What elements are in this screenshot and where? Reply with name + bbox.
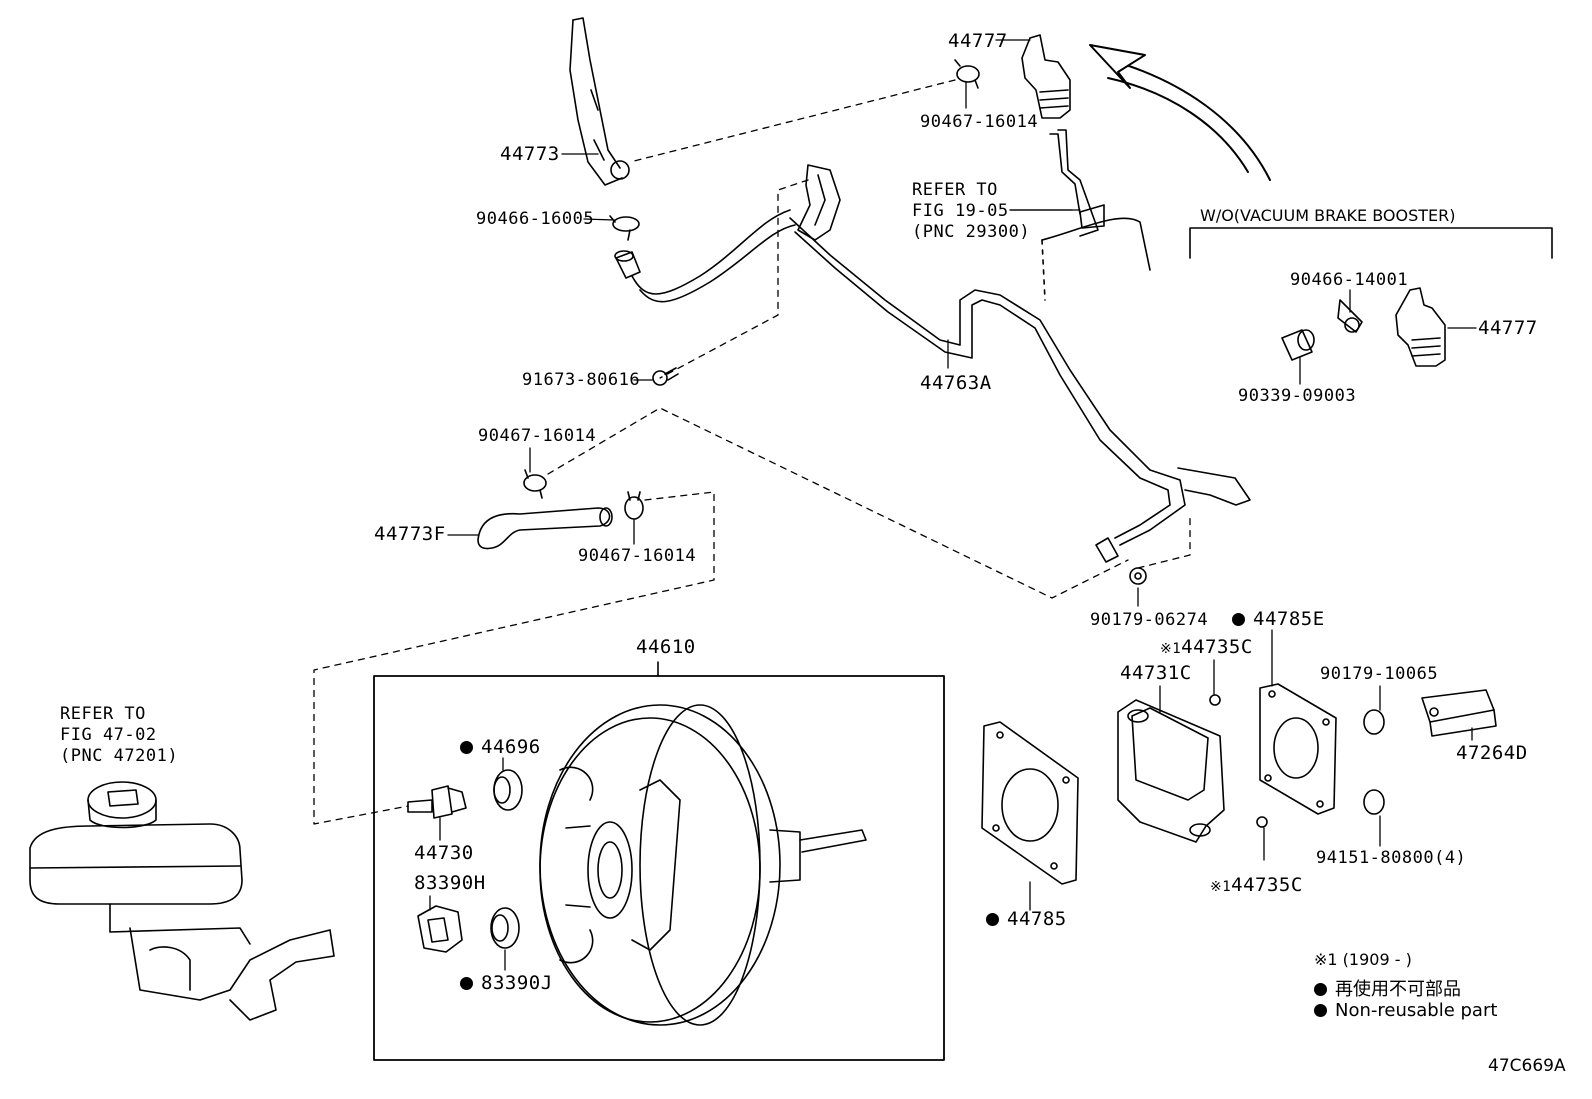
label-44785E: 44785E [1232,608,1325,630]
non-reusable-dot-icon [460,741,473,754]
label-44610: 44610 [636,636,696,658]
gasket-44785-shape [981,721,1079,885]
label-94151-80800: 94151-80800(4) [1316,848,1467,868]
label-44696: 44696 [460,736,541,758]
nut-94151-80800-icon [1363,789,1385,815]
section-bracket [1189,227,1553,259]
label-83390J-text: 83390J [481,972,553,994]
arrow-icon [1089,44,1271,181]
label-44731C: 44731C [1120,662,1192,684]
leader-lines [429,39,1477,971]
label-44785-text: 44785 [1007,908,1067,930]
label-90339-09003: 90339-09003 [1238,386,1357,406]
label-44785: 44785 [986,908,1067,930]
brake-booster-shape [539,704,867,1026]
legend-note3-text: Non-reusable part [1335,1000,1498,1021]
push-rod-shape [407,785,467,819]
label-44730: 44730 [414,842,474,864]
label-44735C-top-text: 44735C [1181,636,1253,658]
label-90467-16014-mid: 90467-16014 [478,426,597,446]
label-90467-16014-low: 90467-16014 [578,546,697,566]
dashed-leaders [313,79,1191,825]
grommet-83390J-shape [490,907,520,949]
vacuum-pipe-44763A-shape [789,217,1251,563]
kome-mark: ※1 [1210,879,1232,895]
grommet-44696-shape [493,769,523,811]
refer-left-line2: FIG 47-02 [60,725,157,745]
hose-44773F-shape [477,469,644,550]
label-44735C-bottom: ※144735C [1210,874,1303,898]
legend-note3: Non-reusable part [1314,1000,1497,1021]
hose-44773-shape [569,17,630,186]
label-44763A: 44763A [920,372,992,394]
nut-icon [1129,567,1147,585]
label-44735C-top: ※144735C [1160,636,1253,660]
non-reusable-dot-icon [460,977,473,990]
refer-left-line1: REFER TO [60,704,146,724]
label-90179-10065: 90179-10065 [1320,664,1439,684]
non-reusable-dot-icon [986,913,999,926]
label-44773F: 44773F [374,523,446,545]
label-83390H: 83390H [414,872,486,894]
refer-left-line3: (PNC 47201) [60,746,179,766]
nut-90179-10065-icon [1363,709,1385,735]
sensor-83390H-shape [417,905,463,953]
hose-connector-shape [614,209,796,303]
label-44777-right: 44777 [1478,317,1538,339]
diagram-id: 47C669A [1488,1056,1566,1076]
label-90466-14001: 90466-14001 [1290,270,1409,290]
right-group-shapes [1281,287,1446,367]
label-47264D: 47264D [1456,742,1528,764]
legend-note2: 再使用不可部品 [1314,975,1461,1001]
washer-top-icon [1209,694,1221,706]
spacer-44731C-shape [1117,699,1225,843]
washer-bottom-icon [1256,816,1268,828]
connector-44777-top-shape [954,34,1071,119]
kome-mark: ※1 [1160,641,1182,657]
label-90467-16014-top: 90467-16014 [920,112,1039,132]
bracket-shape [797,164,841,241]
label-44777-top: 44777 [948,30,1008,52]
label-91673-80616: 91673-80616 [522,370,641,390]
label-44773: 44773 [500,143,560,165]
non-reusable-dot-icon [1232,613,1245,626]
refer-top-line1: REFER TO [912,180,998,200]
non-reusable-dot-icon [1314,1004,1327,1017]
bolt-icon [652,367,679,386]
legend-note1: ※1 (1909 - ) [1314,950,1412,969]
master-cylinder-shape [29,781,335,1021]
clamp-icon [609,215,640,241]
section-header: W/O(VACUUM BRAKE BOOSTER) [1200,206,1456,225]
label-44735C-bottom-text: 44735C [1231,874,1303,896]
label-90466-16005: 90466-16005 [476,209,595,229]
legend-note2-text: 再使用不可部品 [1335,979,1461,1000]
non-reusable-dot-icon [1314,983,1327,996]
refer-top-line2: FIG 19-05 [912,201,1009,221]
gasket-44785E-shape [1259,683,1337,815]
label-83390J: 83390J [460,972,553,994]
booster-box [373,675,945,1061]
label-44696-text: 44696 [481,736,541,758]
engine-outlet-shape [1041,129,1151,301]
clevis-47264D-shape [1421,689,1497,737]
label-44785E-text: 44785E [1253,608,1325,630]
refer-top-line3: (PNC 29300) [912,222,1031,242]
label-90179-06274: 90179-06274 [1090,610,1209,630]
